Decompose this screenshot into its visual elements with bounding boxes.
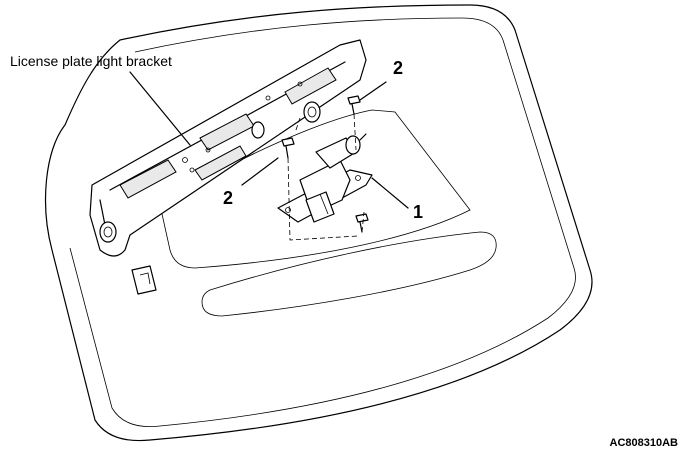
liftgate-panel [44,4,593,442]
assembly-guide-lines [287,113,365,241]
callout-screw-top: 2 [393,58,404,78]
screw-left [281,137,295,159]
license-plate-light-assembly [277,133,373,223]
screw-lower [355,213,369,233]
screw-upper [347,95,361,115]
lower-opening [201,231,497,317]
callout-screw-left: 2 [223,188,234,208]
bracket-label: License plate light bracket [10,53,172,69]
callout-light-assembly: 1 [413,202,424,222]
figure-code: AC808310AB [609,437,678,449]
window-recess [159,109,471,269]
small-clip [131,265,157,295]
license-plate-light-bracket [89,39,367,257]
leader-lines [129,71,409,209]
